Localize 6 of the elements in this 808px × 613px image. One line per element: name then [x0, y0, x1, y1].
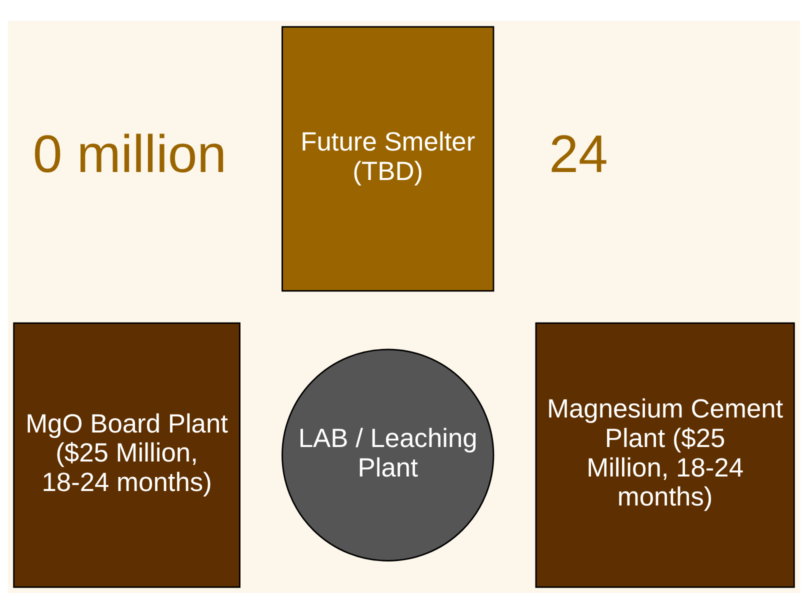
node-circle: LAB / Leaching Plant — [282, 348, 494, 561]
label: 0 million — [32, 124, 227, 184]
node-box: MgO Board Plant ($25 Million, 18-24 months) — [13, 322, 240, 588]
label: 24 — [549, 124, 608, 184]
node-box: Magnesium Cement Plant ($25 Million, 18-24 months) — [535, 322, 795, 588]
node-box: Future Smelter (TBD) — [282, 26, 494, 292]
